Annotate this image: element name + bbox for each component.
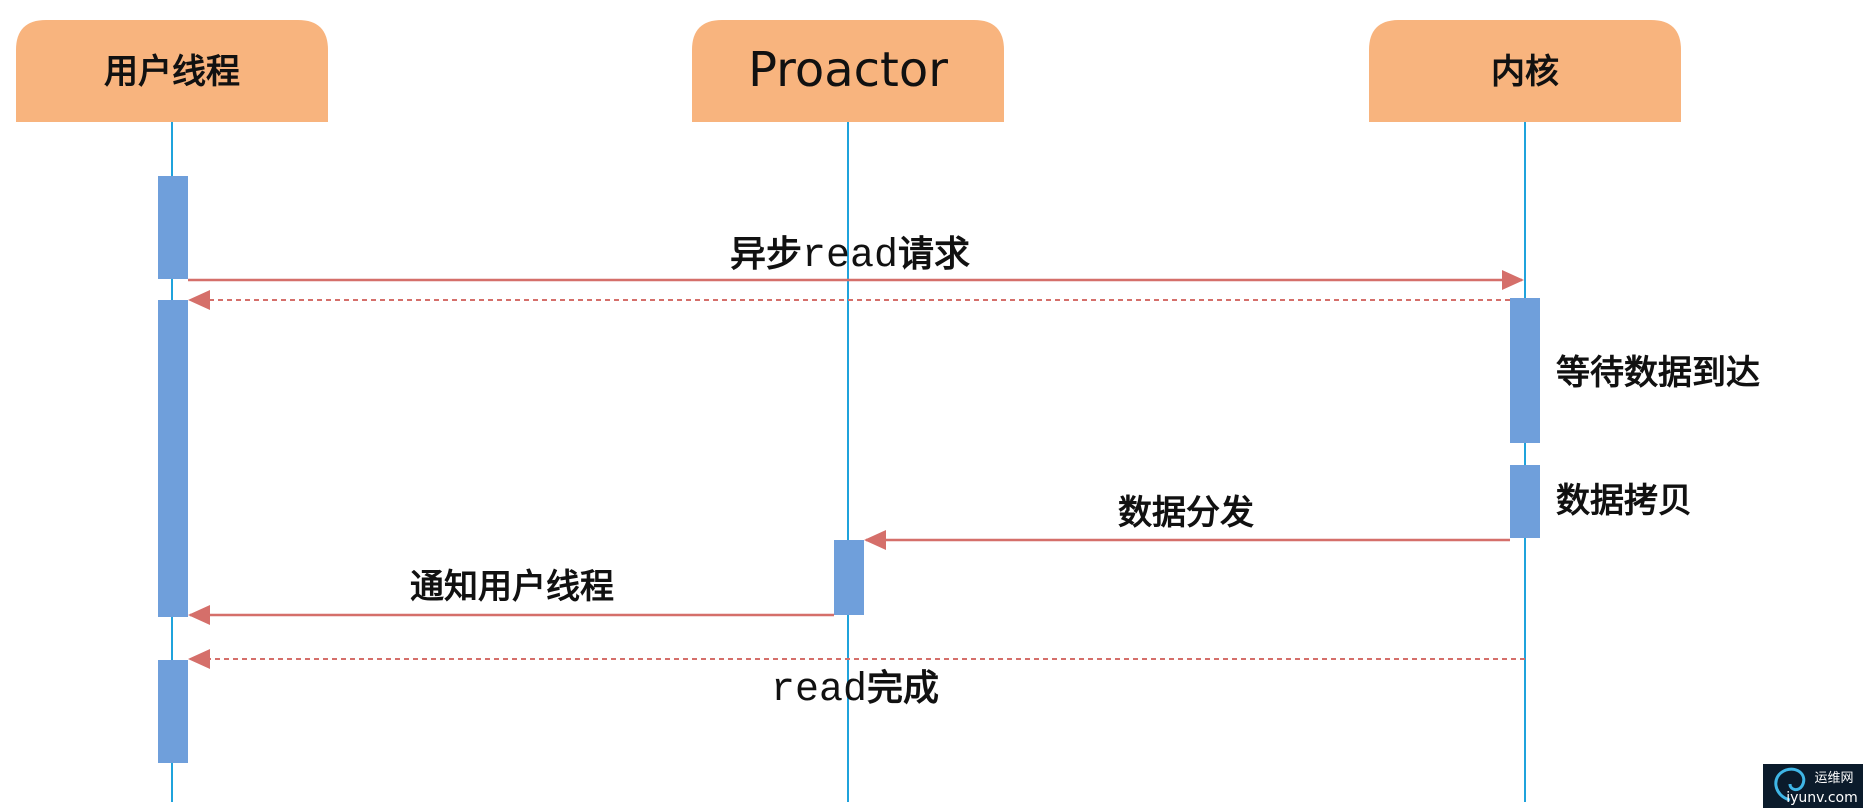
activation-user-1: [158, 176, 188, 279]
watermark-logo: 运维网 iyunv.com: [1763, 764, 1863, 808]
watermark-line2: iyunv.com: [1786, 790, 1857, 806]
message-async-read-label: 异步read请求: [730, 234, 970, 279]
message-read-done-label: read完成: [771, 668, 939, 713]
message-notify-label: 通知用户线程: [410, 567, 614, 607]
watermark-line1: 运维网: [1814, 771, 1853, 786]
activation-kernel-1: [1510, 298, 1540, 443]
note-wait-data: 等待数据到达: [1556, 353, 1760, 393]
actor-kernel: 内核: [1369, 20, 1681, 122]
activation-user-2: [158, 300, 188, 617]
message-async-read-prefix: 异步: [730, 234, 802, 275]
message-read-done-mono: read: [771, 668, 867, 713]
actor-proactor-label: Proactor: [748, 42, 948, 98]
actor-proactor: Proactor: [692, 20, 1004, 122]
actor-user-label: 用户线程: [104, 52, 240, 92]
actor-proactor-box: [692, 20, 1004, 122]
watermark-swirl-icon: [1774, 767, 1806, 802]
message-async-read-mono: read: [802, 234, 898, 279]
message-read-done-suffix: 完成: [867, 668, 939, 709]
actor-user-box: [16, 20, 328, 122]
watermark-bg: [1763, 764, 1863, 808]
message-dispatch-label: 数据分发: [1118, 493, 1254, 533]
actor-kernel-box: [1369, 20, 1681, 122]
message-async-read-suffix: 请求: [898, 234, 970, 275]
activation-proactor-1: [834, 540, 864, 615]
note-copy-data: 数据拷贝: [1556, 481, 1692, 521]
activation-user-3: [158, 660, 188, 763]
actor-kernel-label: 内核: [1491, 52, 1559, 92]
actor-user: 用户线程: [16, 20, 328, 122]
activation-kernel-2: [1510, 465, 1540, 538]
